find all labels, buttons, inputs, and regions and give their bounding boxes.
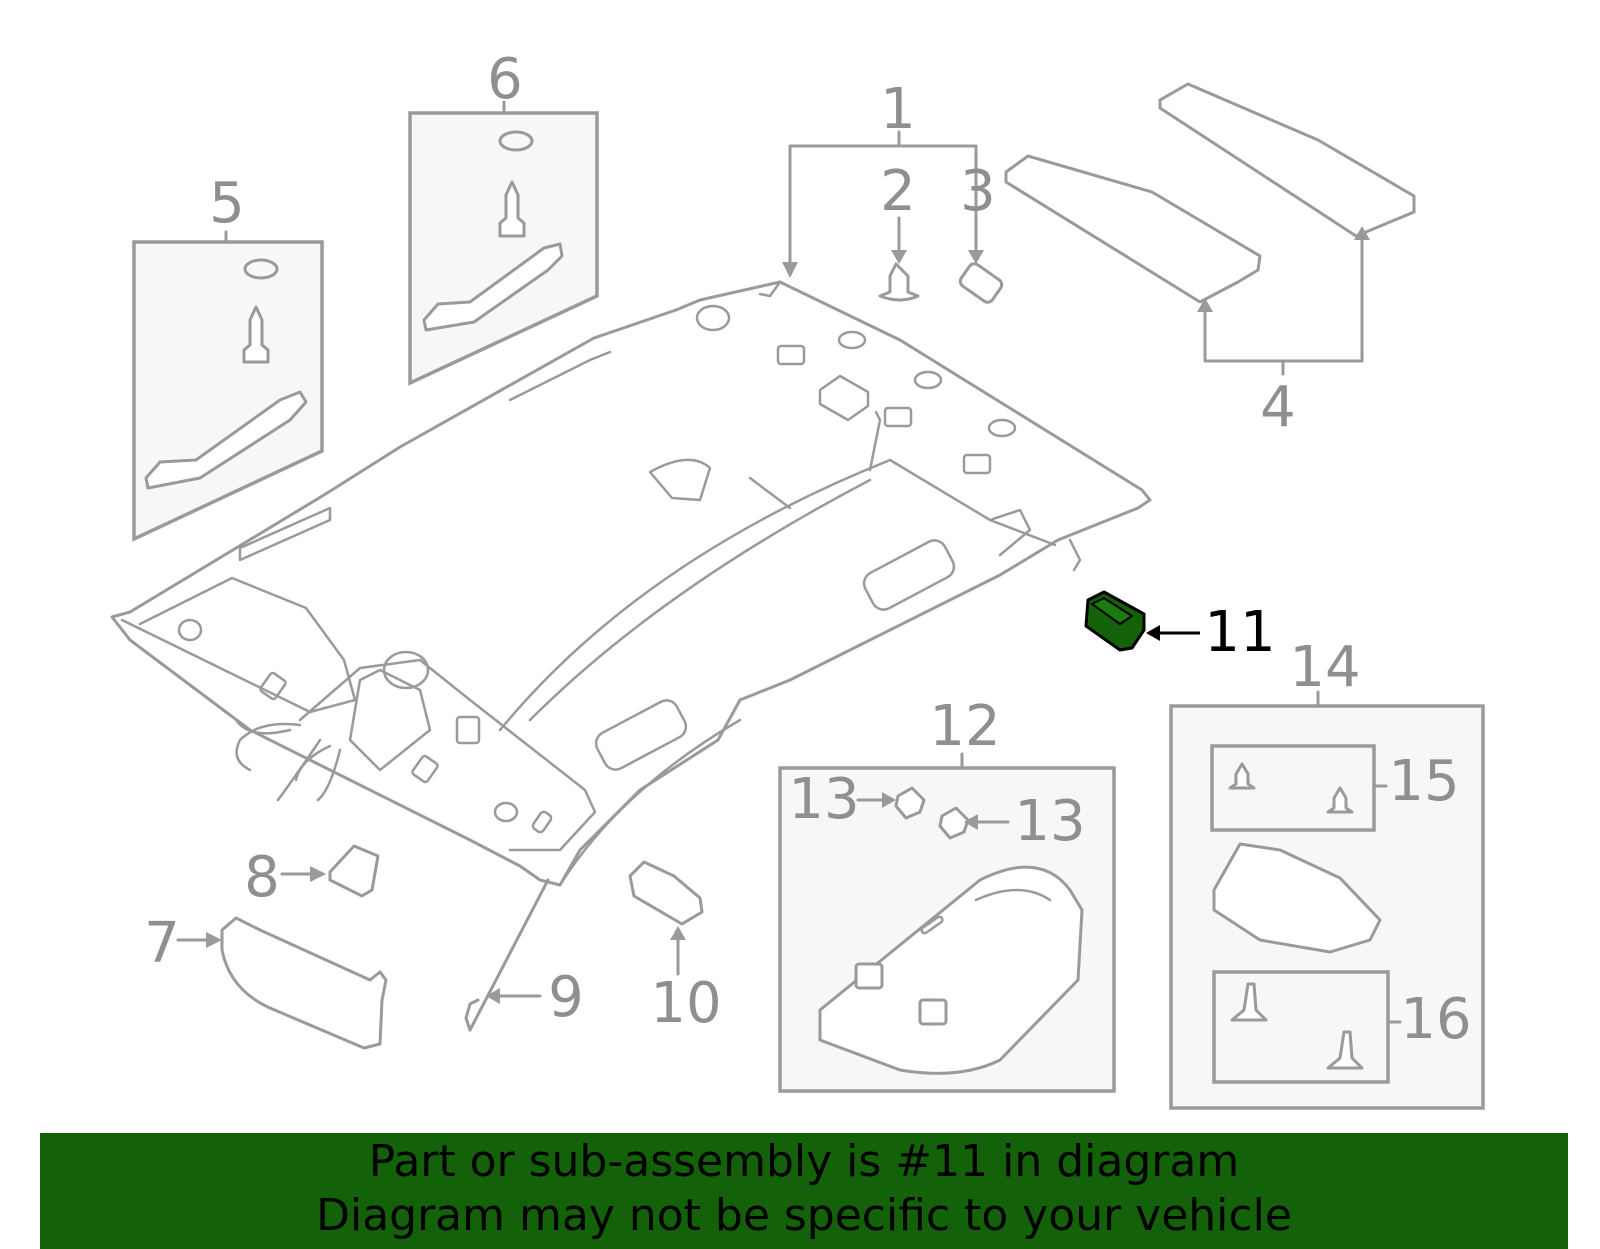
part-10-lamp[interactable] [628, 860, 704, 926]
part-6-box[interactable] [408, 111, 599, 386]
part-9-rod[interactable] [464, 878, 550, 1032]
label-13-right: 13 [1014, 789, 1085, 854]
label-4: 4 [1260, 375, 1296, 440]
part-11-highlighted[interactable] [1084, 590, 1146, 652]
part-14-box[interactable] [1169, 704, 1485, 1110]
banner-line-1: Part or sub-assembly is #11 in diagram [368, 1136, 1240, 1187]
label-9: 9 [548, 965, 584, 1030]
label-14: 14 [1289, 635, 1360, 700]
label-7: 7 [144, 911, 180, 976]
part-5-box[interactable] [132, 240, 324, 542]
part-4-panels[interactable] [1004, 82, 1416, 304]
part-3-pad[interactable] [958, 261, 1004, 304]
label-10: 10 [650, 971, 721, 1036]
part-12-box[interactable] [778, 766, 1116, 1093]
part-7-visor[interactable] [220, 916, 388, 1050]
label-6: 6 [487, 47, 523, 112]
label-11: 11 [1204, 600, 1275, 665]
label-12: 12 [929, 694, 1000, 759]
banner-line-2: Diagram may not be specific to your vehi… [316, 1190, 1292, 1241]
label-5: 5 [209, 171, 245, 236]
part-8-clip[interactable] [328, 844, 380, 898]
part-2-clip[interactable] [878, 262, 920, 302]
label-1: 1 [880, 77, 916, 142]
label-16: 16 [1400, 987, 1471, 1052]
label-15: 15 [1388, 749, 1459, 814]
headliner-assembly[interactable] [110, 280, 1152, 887]
info-banner: Part or sub-assembly is #11 in diagram D… [40, 1133, 1568, 1249]
label-3: 3 [960, 159, 996, 224]
label-2: 2 [880, 159, 916, 224]
label-13-left: 13 [788, 767, 859, 832]
label-8: 8 [244, 845, 280, 910]
